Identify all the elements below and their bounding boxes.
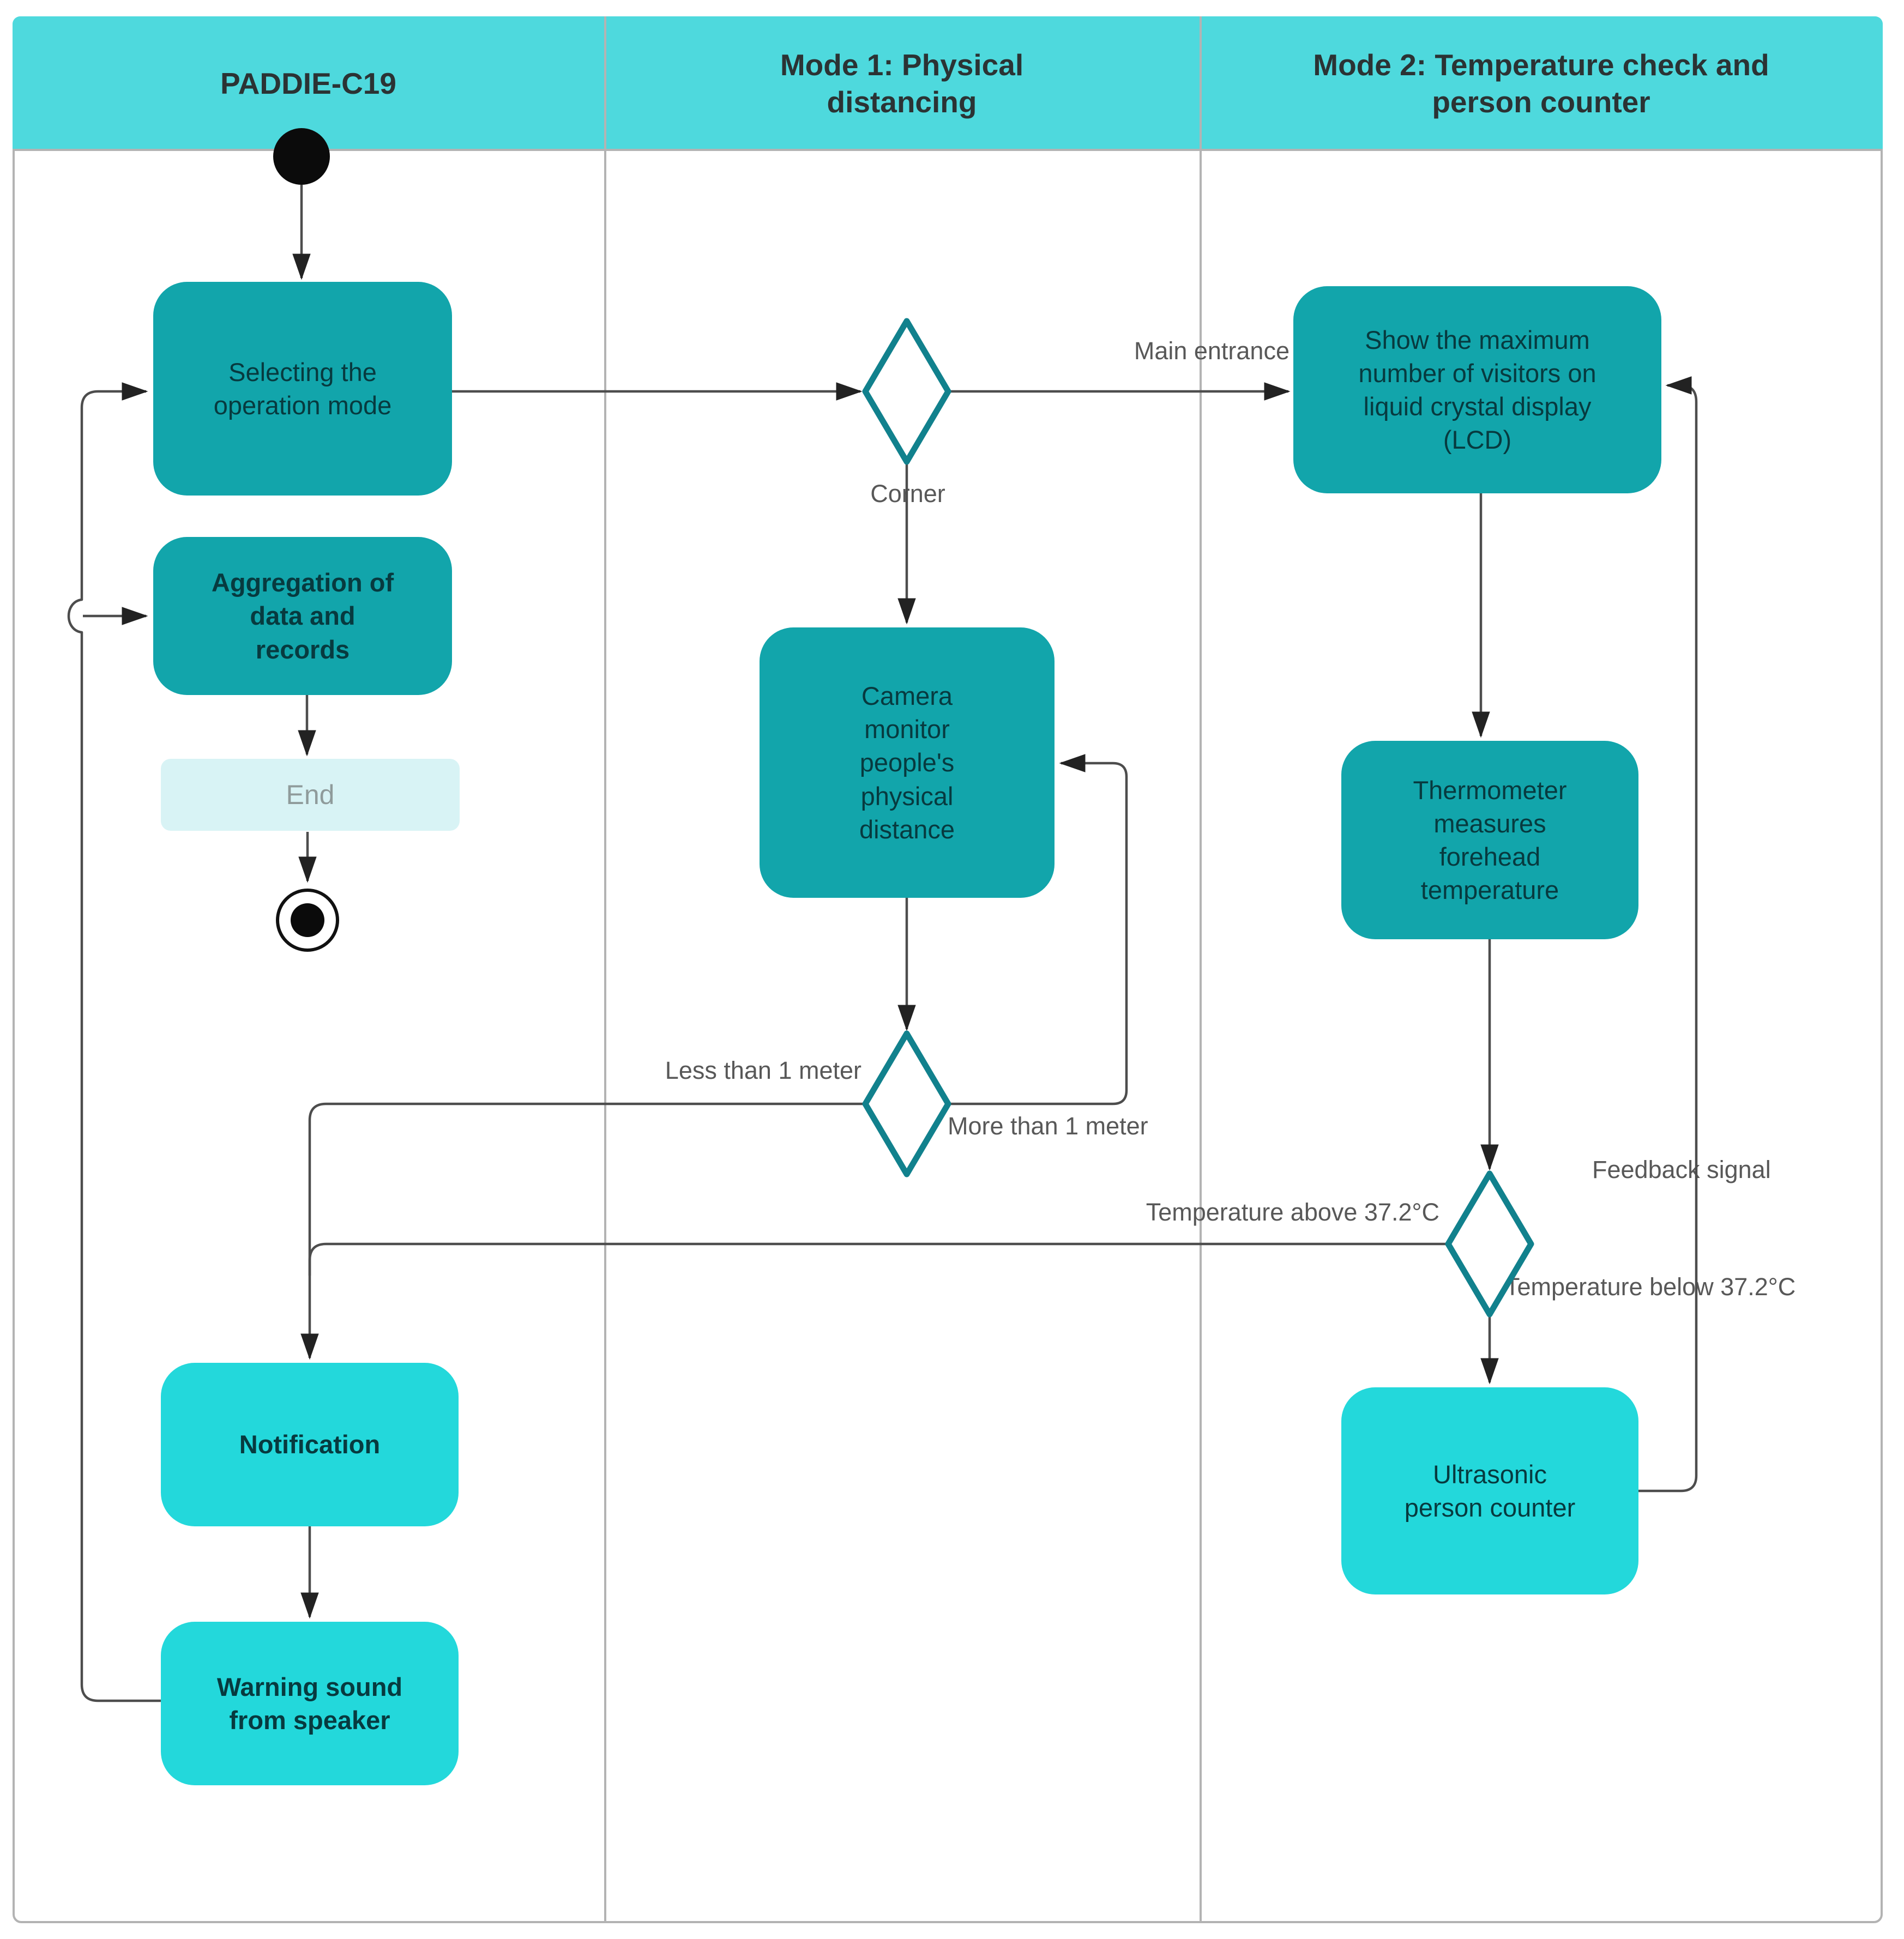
final-node[interactable] (276, 889, 339, 952)
edge-label-feedback-signal: Feedback signal (1592, 1156, 1771, 1183)
edge-more-than-loop-to-camera (948, 754, 1128, 1106)
lane-title-mode2: Mode 2: Temperature check and person cou… (1313, 48, 1769, 119)
action-notification[interactable]: Notification (161, 1363, 459, 1526)
final-node-dot (291, 903, 324, 937)
action-show-max-visitors-lcd[interactable]: Show the maximum number of visitors on l… (1293, 286, 1661, 493)
edge-label-less-than-1-meter: Less than 1 meter (665, 1056, 861, 1084)
edge-feedback-to-lcd (1638, 376, 1698, 1493)
edge-label-more-than-1-meter: More than 1 meter (948, 1112, 1148, 1140)
lane-title-mode1: Mode 1: Physical distancing (780, 48, 1024, 119)
edge-label-main-entrance: Main entrance (1134, 337, 1290, 365)
decision-operation-mode[interactable] (862, 318, 951, 465)
decision-physical-distance[interactable] (862, 1030, 951, 1177)
decision-temperature[interactable] (1445, 1170, 1534, 1318)
action-warning-sound[interactable]: Warning sound from speaker (161, 1622, 459, 1785)
action-selecting-operation-mode[interactable]: Selecting the operation mode (153, 282, 452, 496)
action-thermometer[interactable]: Thermometer measures forehead temperatur… (1341, 741, 1638, 939)
action-camera-monitor[interactable]: Camera monitor people's physical distanc… (760, 627, 1055, 898)
lane-title-paddie-c19: PADDIE-C19 (220, 66, 396, 100)
edge-less-than-to-notification (300, 1102, 865, 1360)
edge-temp-above-merge (308, 1242, 1448, 1276)
edge-warning-loop-to-selecting (67, 382, 161, 1702)
action-aggregation-of-data[interactable]: Aggregation of data and records (153, 537, 452, 695)
edge-label-temp-above: Temperature above 37.2°C (1146, 1198, 1439, 1226)
edge-label-temp-below: Temperature below 37.2°C (1505, 1273, 1796, 1301)
action-ultrasonic-counter[interactable]: Ultrasonic person counter (1341, 1387, 1638, 1594)
lane-divider-1 (604, 16, 606, 1921)
lane-divider-2 (1200, 16, 1202, 1921)
swimlane-header-band (13, 16, 1883, 151)
initial-node[interactable] (273, 128, 330, 185)
action-end-disabled[interactable]: End (161, 759, 460, 831)
